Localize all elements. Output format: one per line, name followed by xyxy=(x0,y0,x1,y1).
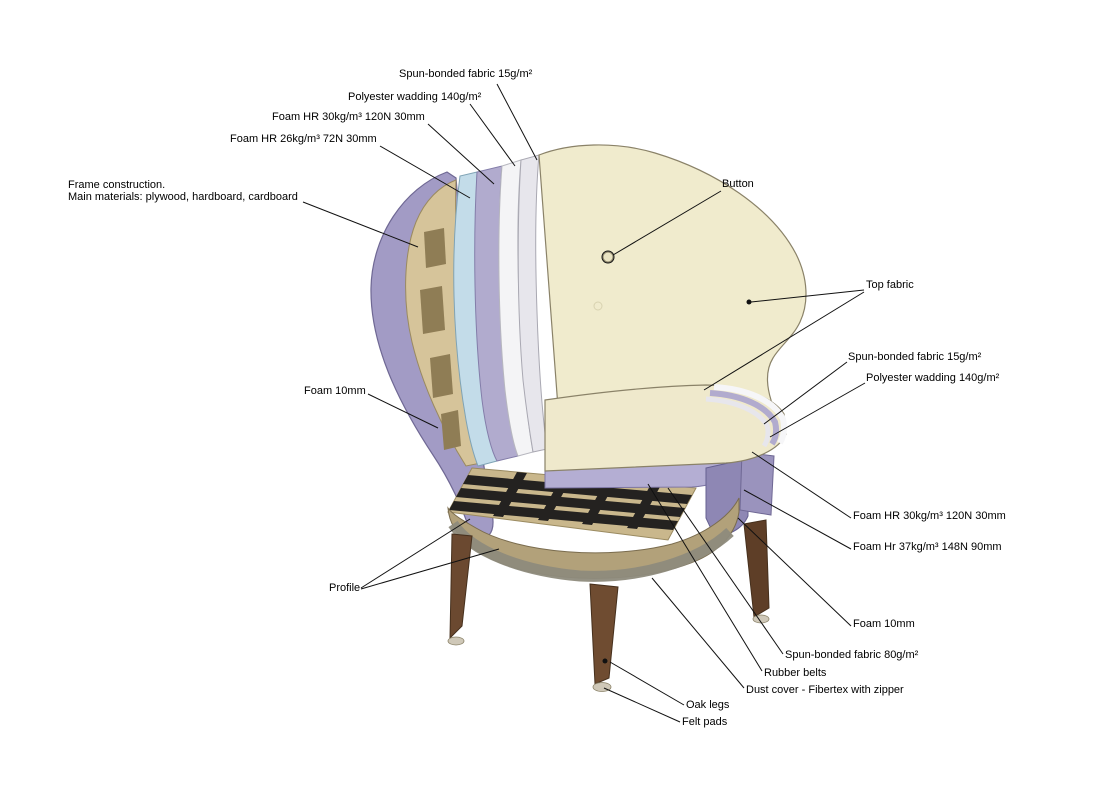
button-dimple xyxy=(602,251,614,263)
label-foam-10mm-right: Foam 10mm xyxy=(853,618,915,630)
leader-top-fabric-a xyxy=(750,289,865,303)
label-foam-hr30-seat: Foam HR 30kg/m³ 120N 30mm xyxy=(853,510,1006,522)
leader-top-fabric-b xyxy=(703,291,865,391)
leader-foam37-seat xyxy=(743,489,852,550)
label-felt-pads: Felt pads xyxy=(682,716,728,728)
label-top-fabric: Top fabric xyxy=(866,279,914,291)
button-dimple-faint xyxy=(593,301,603,311)
leader-foam30-top xyxy=(427,123,495,185)
oak-leg-front xyxy=(589,583,619,685)
leader-spun-seat xyxy=(763,361,848,425)
label-dust-cover: Dust cover - Fibertex with zipper xyxy=(746,684,904,696)
oak-leg-right xyxy=(743,519,770,618)
leader-profile-b xyxy=(360,548,500,590)
label-spun-bonded-seat: Spun-bonded fabric 15g/m² xyxy=(848,351,982,363)
label-rubber-belts: Rubber belts xyxy=(764,667,827,679)
frame-cutouts xyxy=(420,228,461,450)
oak-leg-left xyxy=(449,533,473,640)
leader-frame xyxy=(302,201,419,248)
oak-legs-group xyxy=(449,519,770,685)
leader-profile-a xyxy=(360,518,471,589)
label-oak-legs: Oak legs xyxy=(686,699,730,711)
label-button: Button xyxy=(722,178,754,190)
label-polyester-wadding-top: Polyester wadding 140g/m² xyxy=(348,91,482,103)
label-profile: Profile xyxy=(329,582,361,594)
leader-dust-cover xyxy=(651,577,745,689)
label-frame-line2: Main materials: plywood, hardboard, card… xyxy=(68,191,298,203)
label-foam-hr26-top: Foam HR 26kg/m³ 72N 30mm xyxy=(230,133,377,145)
felt-pad-left xyxy=(447,636,465,646)
leader-oak-legs xyxy=(609,661,685,706)
label-spun-bonded-top: Spun-bonded fabric 15g/m² xyxy=(399,68,533,80)
leader-lines xyxy=(302,83,866,723)
leader-foam10-right xyxy=(737,517,852,627)
label-frame-construction: Frame construction. Main materials: plyw… xyxy=(68,179,298,203)
leader-wadding-seat xyxy=(769,382,866,438)
leader-felt-pads xyxy=(603,687,681,723)
label-foam-hr37-seat: Foam Hr 37kg/m³ 148N 90mm xyxy=(853,541,1002,553)
armrest-edge-layers xyxy=(705,384,787,448)
leader-foam10-left xyxy=(367,393,439,429)
top-fabric-armrest xyxy=(544,384,787,472)
leader-foam26-top xyxy=(379,145,471,199)
label-frame-line1: Frame construction. xyxy=(68,179,166,191)
dust-cover-band xyxy=(448,520,734,582)
leader-dots xyxy=(602,299,752,664)
seat-side-purple-panel xyxy=(739,451,775,516)
leader-spun-top xyxy=(496,83,538,161)
button-target-ring xyxy=(601,250,615,264)
leader-foam30-seat xyxy=(751,451,852,519)
label-foam-hr30-top: Foam HR 30kg/m³ 120N 30mm xyxy=(272,111,425,123)
label-polyester-wadding-seat: Polyester wadding 140g/m² xyxy=(866,372,1000,384)
label-foam-10mm-left: Foam 10mm xyxy=(304,385,366,397)
leader-spun80 xyxy=(667,487,784,655)
leader-rubber-belts xyxy=(647,483,763,672)
leader-wadding-top xyxy=(469,103,516,167)
leader-button xyxy=(612,190,722,256)
label-spun-bonded-80: Spun-bonded fabric 80g/m² xyxy=(785,649,919,661)
